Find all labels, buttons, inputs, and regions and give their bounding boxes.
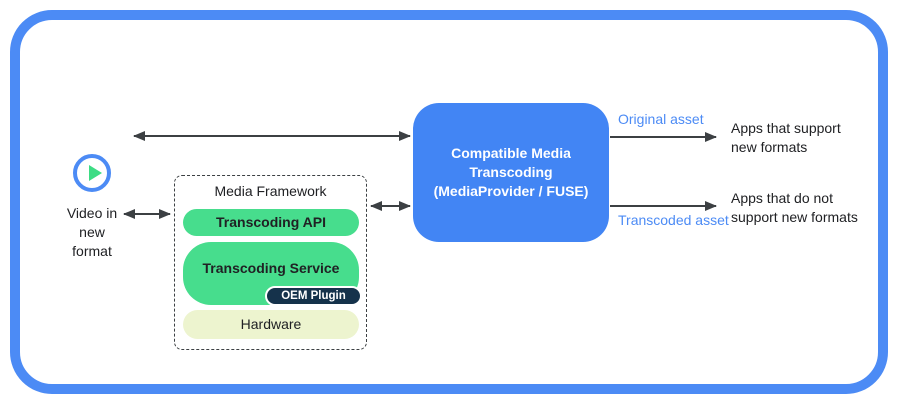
diagram-border-frame [10,10,888,394]
apps-support-label: Apps that support new formats [731,120,841,155]
compatible-media-transcoding-box: Compatible Media Transcoding (MediaProvi… [413,103,609,242]
hardware-pill: Hardware [183,310,359,339]
original-asset-label: Original asset [618,111,704,127]
media-framework-title: Media Framework [214,183,327,199]
oem-plugin-pill: OEM Plugin [265,286,362,306]
video-source-label: Video in new format [66,205,118,259]
transcoding-api-pill: Transcoding API [183,209,359,236]
transcoding-service-label: Transcoding Service [202,259,340,276]
play-icon [73,154,111,192]
play-triangle-icon [89,165,102,181]
transcoded-asset-label: Transcoded asset [618,212,729,228]
media-framework-box: Media Framework Transcoding API Transcod… [174,175,367,350]
compatible-media-transcoding-label: Compatible Media Transcoding (MediaProvi… [433,145,589,199]
apps-not-support-label: Apps that do not support new formats [731,190,858,225]
